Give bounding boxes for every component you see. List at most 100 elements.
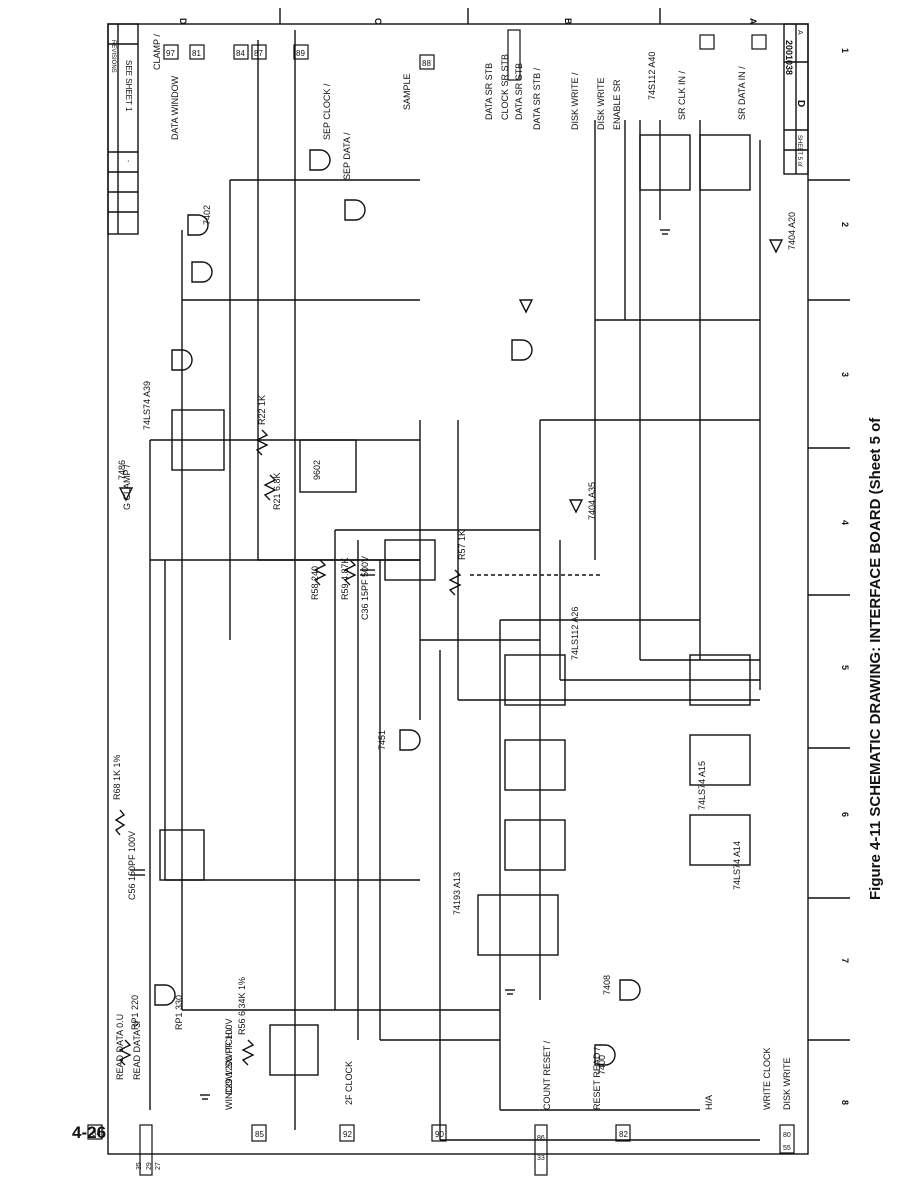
pin-85: 85 — [255, 1130, 264, 1139]
pin-84: 84 — [236, 49, 245, 58]
part-74193-a13: 74193 A13 — [452, 872, 462, 915]
zone-number-5: 5 — [840, 665, 850, 670]
signal-data-window: DATA WINDOW — [170, 75, 180, 140]
signal-read-data-3: READ DATA 3/ — [132, 1020, 142, 1080]
passive-r21: R21 6.8K — [272, 472, 282, 510]
part-7408: 7408 — [602, 975, 612, 995]
gate-7402 — [187, 214, 209, 236]
part-74ls112-a26: 74LS112 A26 — [570, 607, 580, 660]
signal-enable-sr: ENABLE SR — [612, 79, 622, 130]
drawing-size: D — [795, 100, 806, 107]
passive-r58: R58 240 — [310, 566, 320, 600]
ic-9602-left — [159, 829, 205, 881]
signal-g-clamp: G CLAMP / — [122, 464, 132, 510]
signal-clamp: CLAMP / — [152, 34, 162, 70]
gate-7451-c — [399, 729, 421, 751]
signal-write-clock: WRITE CLOCK — [762, 1047, 772, 1110]
zone-number-7: 7 — [840, 958, 850, 963]
pin-29: 29 — [146, 1162, 153, 1170]
part-7404-a20: 7404 A20 — [787, 212, 797, 250]
pin-86: 86 — [537, 1135, 545, 1142]
zone-letter-d: D — [178, 18, 188, 25]
signal-data-sr-stb: DATA SR STB — [484, 63, 494, 120]
resistor-r59 — [343, 559, 357, 586]
passive-c56: C56 150PF 100V — [127, 831, 137, 900]
zone-number-8: 8 — [840, 1100, 850, 1105]
zone-number-1: 1 — [840, 48, 850, 53]
passive-r57: R57 1K — [457, 530, 467, 560]
resistor-r68 — [114, 809, 126, 836]
buffer-7404-a52 — [118, 487, 134, 502]
resistor-r56 — [241, 1039, 255, 1066]
title-sheet: SHEET 5 of — [796, 135, 802, 167]
signal-count-reset: COUNT RESET / — [542, 1040, 552, 1110]
ic-74ls74-a39 — [171, 409, 225, 471]
signal-sr-clk-in: SR CLK IN / — [677, 70, 687, 120]
passive-c29: C29 1200 PF 100V — [224, 1018, 234, 1095]
ic-9602-mid — [384, 539, 436, 581]
zone-letter-c: C — [373, 18, 383, 25]
signal-disk-write: DISK WRITE — [596, 77, 606, 130]
ic-74ls74-a15-upper — [689, 654, 751, 706]
drawing-rev: A — [796, 30, 803, 35]
gate-7400-low — [594, 1044, 616, 1066]
part-74ls74-a14: 74LS74 A14 — [732, 841, 742, 890]
pin-88: 88 — [422, 59, 431, 68]
buffer-7404-a35 — [568, 499, 584, 514]
ic-74ls112-a26-lower — [504, 739, 566, 791]
signal-h-a: H/A — [704, 1095, 714, 1110]
buffer-7404-a20 — [518, 299, 534, 314]
revisions-block — [107, 23, 139, 235]
pin-92: 92 — [343, 1130, 352, 1139]
pin-34: 34 — [92, 1129, 101, 1138]
ic-9602-bottom — [269, 1024, 319, 1076]
pin-55: 55 — [783, 1145, 791, 1152]
part-9602: 9602 — [312, 460, 322, 480]
ic-74ls112-a26-upper — [504, 654, 566, 706]
signal-window-switch: WINDOW SWITCH / — [224, 1027, 234, 1110]
resistor-r21 — [263, 474, 277, 501]
signal-sample: SAMPLE — [402, 73, 412, 110]
part-7451: 7451 — [377, 730, 387, 750]
zone-number-4: 4 — [840, 520, 850, 525]
ic-74s112-a40-upper — [639, 134, 691, 191]
ic-74s112-a40-lower — [699, 134, 751, 191]
zone-letter-a: A — [748, 18, 758, 25]
gate-7400-b — [344, 199, 366, 221]
revision-row-ltr: - — [124, 160, 131, 163]
ic-9602-upper — [299, 439, 357, 493]
resistor-r57 — [448, 569, 462, 596]
zone-number-3: 3 — [840, 372, 850, 377]
pin-80: 80 — [783, 1132, 791, 1139]
passive-rp1-220: RP1 220 — [130, 995, 140, 1030]
part-7404-a35: 7404 A35 — [587, 482, 597, 520]
signal-data-sr-stb-2: DATA SR STB — [514, 63, 524, 120]
buffer-7404-a20-b — [768, 239, 784, 254]
revisions-header: REVISIONS — [110, 40, 116, 73]
left-connector-pins — [87, 1124, 795, 1176]
passive-r22: R22 1K — [257, 395, 267, 425]
ic-74ls74-a15-lower — [689, 734, 751, 786]
signal-sep-clock: SEP CLOCK / — [322, 83, 332, 140]
part-7486: 7486 — [117, 460, 127, 480]
passive-c36: C36 15PF 500V — [360, 556, 370, 620]
signal-reset-read: RESET READ / — [592, 1047, 602, 1110]
revision-row-desc: SEE SHEET 1 — [124, 60, 133, 112]
zone-letter-b: B — [563, 18, 573, 25]
pin-81: 81 — [192, 49, 201, 58]
pin-82: 82 — [619, 1130, 628, 1139]
zone-number-2: 2 — [840, 222, 850, 227]
resistor-rp1 — [118, 1039, 132, 1066]
pin-89: 89 — [296, 49, 305, 58]
drawing-border — [107, 23, 809, 1155]
signal-sep-data: SEP DATA / — [342, 132, 352, 180]
gate-7408 — [171, 349, 193, 371]
ic-74ls74-a14 — [504, 819, 566, 871]
pin-35: 35 — [136, 1162, 143, 1170]
signal-clock-sr-stb: CLOCK SR STB — [500, 54, 510, 120]
passive-r59: R59 4.87K — [340, 557, 350, 600]
signal-disk-write-left: DISK WRITE — [782, 1057, 792, 1110]
